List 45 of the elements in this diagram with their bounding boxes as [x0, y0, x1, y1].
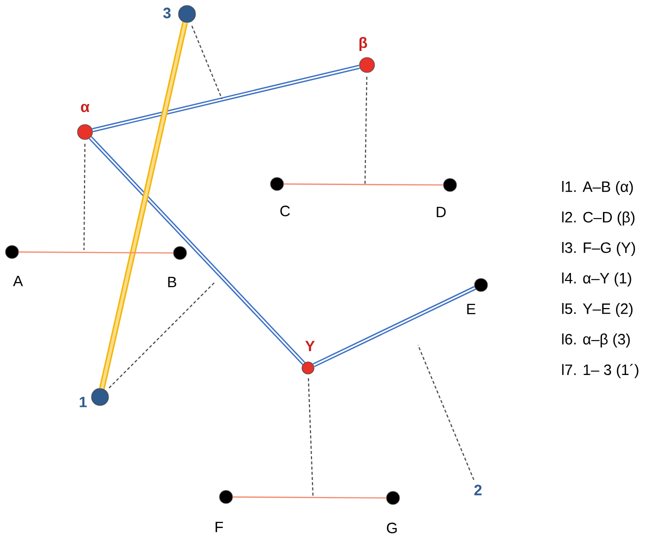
point-label: 2 [474, 484, 482, 496]
point-label: G [386, 522, 397, 534]
connector-line [312, 286, 476, 368]
connector-line [88, 136, 306, 365]
connector-line [232, 496, 386, 499]
key-text: l6. α–β (3) [562, 334, 630, 348]
key-text: l1. A–B (α) [562, 181, 633, 195]
leader-line [83, 144, 86, 250]
end-dot [443, 178, 457, 192]
joint-dot [302, 362, 314, 374]
leader-line [191, 26, 223, 100]
end-dot [173, 246, 187, 260]
joint-dot [359, 57, 375, 73]
point-label: Y [305, 340, 315, 352]
key-text: l7. 1– 3 (1´) [562, 364, 638, 378]
end-dot [386, 491, 400, 505]
key-text: l3. F–G (Y) [562, 242, 635, 256]
joint-dot [77, 124, 93, 140]
end-dot [474, 278, 488, 292]
point-label: α [80, 104, 90, 112]
key-text: l5. Y–E (2) [562, 303, 632, 317]
point-label: E [467, 304, 476, 314]
point-label: A [13, 276, 23, 286]
key-text: l4. α–Y (1) [562, 272, 632, 286]
point-label: 3 [163, 8, 171, 18]
leader-line [364, 76, 368, 185]
point-label: B [168, 276, 176, 288]
joint-dot [91, 388, 109, 406]
point-label: C [280, 206, 290, 216]
point-label: β [359, 37, 368, 51]
connector-line [99, 22, 188, 390]
leader-line [108, 282, 216, 388]
joint-dot [178, 5, 196, 23]
connector-line [18, 251, 174, 254]
end-dot [219, 490, 233, 504]
end-dot [5, 245, 19, 259]
point-label: D [436, 206, 446, 218]
point-label: F [216, 522, 223, 532]
key-text: l2. C–D (β) [562, 212, 634, 226]
point-label: 1 [80, 396, 87, 408]
connector-line [92, 64, 360, 132]
leader-line [418, 344, 474, 480]
end-dot [270, 177, 284, 191]
leader-line [308, 378, 314, 497]
connector-line [284, 183, 444, 186]
